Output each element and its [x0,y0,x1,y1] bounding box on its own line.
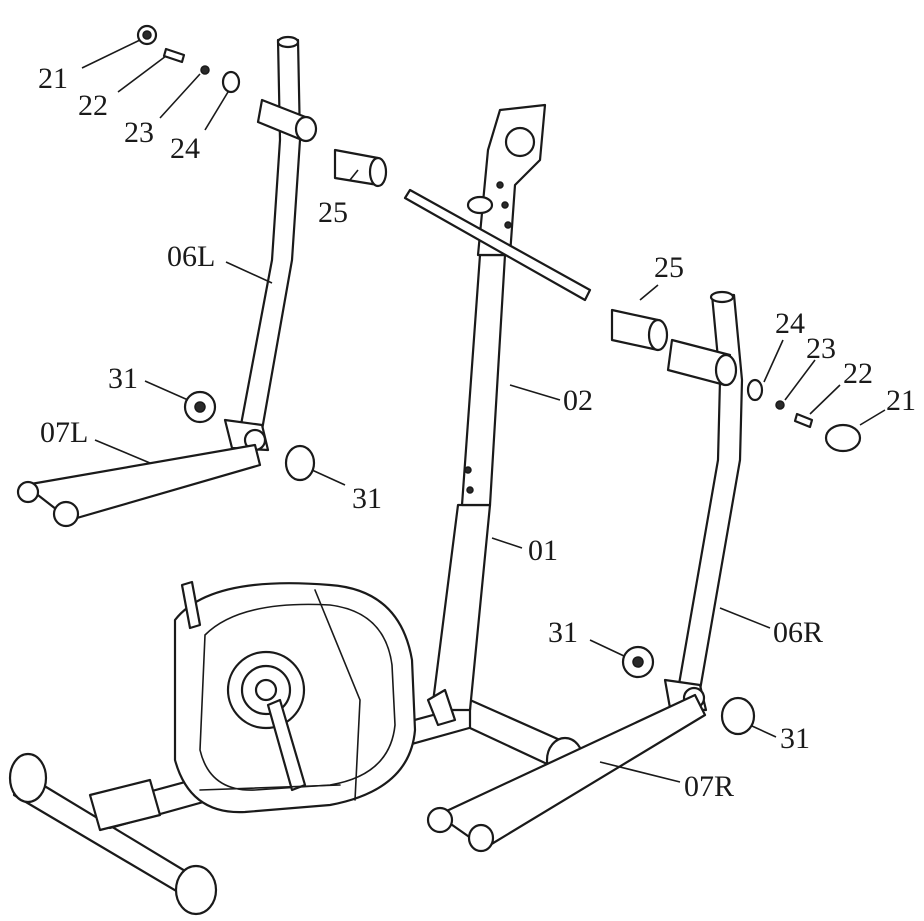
label-bolt-right: 22 [843,357,873,390]
label-bushing-left: 25 [318,196,348,229]
label-pedal-arm-left: 07L [40,416,88,449]
label-end-cap-right: 21 [886,384,916,417]
label-end-cap-left: 21 [38,62,68,95]
handlebar-right [663,290,744,712]
label-bushing-right: 25 [654,251,684,284]
label-bolt-left: 22 [78,89,108,122]
label-handlebar-right: 06R [773,616,823,649]
part-labels: 21 22 23 24 25 06L 31 07L 31 02 01 25 24… [38,62,916,803]
pedal-arm-left [16,443,262,528]
label-flat-washer-right: 24 [775,307,805,340]
main-frame-upright [403,103,592,727]
label-handlebar-left: 06L [167,240,215,273]
label-upright-post: 02 [563,384,593,417]
label-wheel-left: 31 [108,362,138,395]
flywheel-housing [173,580,417,814]
pedal-arm-right [426,693,707,853]
handlebar-left [223,35,318,452]
label-spring-washer-right: 23 [806,332,836,365]
label-pedal-arm-right: 07R [684,770,734,803]
hardware-right [610,308,862,736]
hardware-left [136,24,388,482]
leader-lines [81,39,886,783]
label-wheel-right: 31 [548,616,578,649]
label-main-frame: 01 [528,534,558,567]
label-spring-washer-left: 23 [124,116,154,149]
label-flat-washer-left: 24 [170,132,200,165]
label-cap-right: 31 [780,722,810,755]
label-cap-left: 31 [352,482,382,515]
